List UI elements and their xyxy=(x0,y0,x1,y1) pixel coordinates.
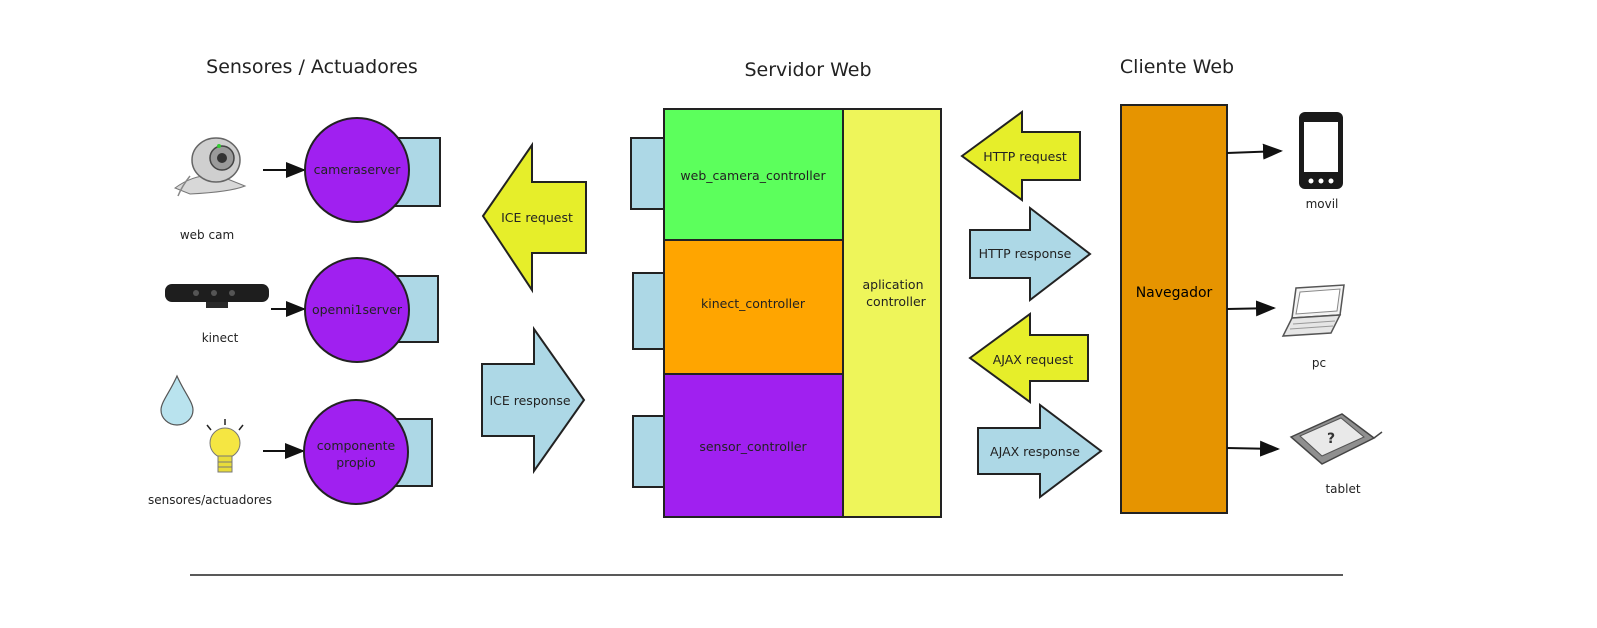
browser-to-mobile-arrow xyxy=(1226,143,1283,160)
ice-response-arrow: ICE response xyxy=(481,325,586,475)
heading-server: Servidor Web xyxy=(744,59,871,81)
tablet-icon: ? xyxy=(1289,413,1383,465)
component-label-1: componente xyxy=(317,438,396,453)
cameraserver-label: cameraserver xyxy=(314,162,402,177)
openni-node: openni1server xyxy=(304,257,439,363)
browser-to-pc-arrow xyxy=(1226,300,1276,317)
ajax-request-arrow: AJAX request xyxy=(968,312,1089,404)
http-response-label: HTTP response xyxy=(979,246,1072,261)
kinect-icon xyxy=(165,284,269,308)
pc-label: pc xyxy=(1312,356,1326,370)
webcam-icon xyxy=(173,137,247,197)
ice-request-label: ICE request xyxy=(501,210,573,225)
custom-devices-label: sensores/actuadores xyxy=(148,493,272,507)
ajax-request-label: AJAX request xyxy=(993,352,1074,367)
sensor-controller-label: sensor_controller xyxy=(699,439,807,454)
webcam-label: web cam xyxy=(180,228,234,242)
http-request-arrow: HTTP request xyxy=(960,110,1081,202)
web-camera-controller-label: web_camera_controller xyxy=(680,168,826,183)
app-controller-box xyxy=(842,108,942,518)
mobile-icon xyxy=(1299,112,1343,189)
ajax-response-arrow: AJAX response xyxy=(977,402,1103,500)
component-label-2: propio xyxy=(336,455,376,470)
web-server-block: web_camera_controller kinect_controller … xyxy=(630,108,942,518)
browser-label: Navegador xyxy=(1136,285,1213,301)
ice-request-arrow: ICE request xyxy=(481,141,587,294)
sensor-controller-box xyxy=(663,373,845,518)
tablet-label: tablet xyxy=(1325,482,1360,496)
svg-text:?: ? xyxy=(1327,431,1335,447)
http-response-arrow: HTTP response xyxy=(969,205,1092,303)
app-controller-label-2: controller xyxy=(866,294,926,309)
http-request-label: HTTP request xyxy=(983,149,1067,164)
kinect-controller-label: kinect_controller xyxy=(701,296,806,311)
component-node: componente propio xyxy=(303,399,433,505)
heading-sensors: Sensores / Actuadores xyxy=(206,56,418,78)
web-camera-controller-box xyxy=(663,108,845,241)
browser-to-tablet-arrow xyxy=(1226,440,1280,457)
mobile-label: movil xyxy=(1306,197,1339,211)
app-controller-label-1: aplication xyxy=(862,277,923,292)
ajax-response-label: AJAX response xyxy=(990,444,1080,459)
openni-label: openni1server xyxy=(312,302,403,317)
browser-box xyxy=(1120,104,1228,514)
water-drop-icon xyxy=(160,374,194,426)
heading-client: Cliente Web xyxy=(1120,56,1234,78)
lightbulb-icon xyxy=(206,419,244,473)
kinect-label: kinect xyxy=(202,331,239,345)
ice-response-label: ICE response xyxy=(489,393,570,408)
cameraserver-node: cameraserver xyxy=(304,117,441,223)
kinect-controller-box xyxy=(663,239,845,375)
laptop-icon xyxy=(1281,284,1345,337)
